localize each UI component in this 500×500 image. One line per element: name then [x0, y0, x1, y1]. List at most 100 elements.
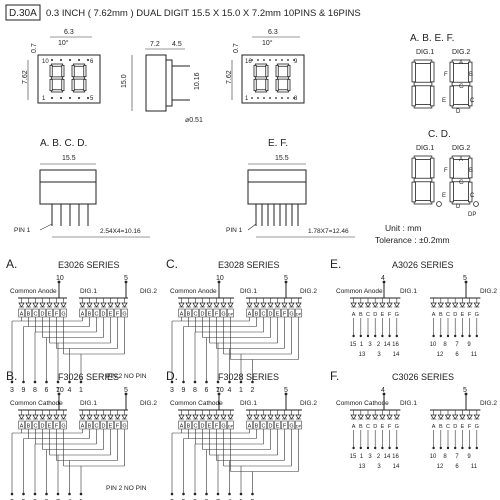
led-diode [100, 302, 107, 308]
pin-dot [287, 59, 289, 61]
circuit-letter: C. [166, 257, 178, 271]
dim-offset: 4.5 [172, 41, 182, 48]
pin-node [68, 492, 71, 496]
segment-label: G [395, 312, 399, 318]
pin-node [352, 334, 355, 338]
pin-node [352, 446, 355, 450]
circuit-letter: F. [330, 369, 339, 383]
common-pin: 5 [463, 275, 467, 282]
common-pin: 10 [216, 387, 224, 394]
led-diode [371, 302, 379, 308]
segment-label: B [359, 424, 363, 430]
pin-number: 7 [216, 387, 220, 394]
common-pin: 5 [284, 275, 288, 282]
dim-top-width: 6.3 [64, 29, 74, 36]
segment-label: F [215, 424, 219, 430]
segment [254, 63, 268, 67]
segment [468, 61, 473, 83]
led-diode [32, 414, 39, 420]
segment [430, 85, 435, 107]
pin-node [205, 380, 208, 384]
dim-width: 15.5 [275, 155, 289, 162]
pin-dot [257, 97, 259, 99]
pin-node [193, 492, 197, 496]
pin-node [464, 280, 468, 284]
led-diode [364, 414, 372, 420]
led-diode [379, 302, 386, 308]
segment-label: F [116, 424, 120, 430]
segment-label: G [221, 424, 225, 430]
led-diode [451, 414, 459, 420]
pin-node [381, 334, 384, 338]
segment-label: D [41, 312, 45, 318]
dim-gap: 0.7 [31, 43, 38, 53]
segment-label: C [366, 312, 370, 318]
segment [468, 85, 473, 107]
led-diode [227, 302, 234, 308]
led-diode [178, 302, 185, 308]
led-diode [379, 414, 386, 420]
pin-dot [269, 59, 271, 61]
led-diode [451, 302, 459, 308]
segment-label: B [255, 312, 259, 318]
common-label: Common Anode [10, 288, 57, 295]
pin-node [395, 446, 398, 450]
common-label: Common Cathode [170, 400, 223, 407]
segment-label: D [453, 424, 457, 430]
segment-label: G [395, 424, 399, 430]
pin-dot [263, 97, 265, 99]
seg-label-d: D [456, 204, 461, 210]
pin-node [170, 492, 174, 496]
common-pin: 4 [381, 275, 385, 282]
led-diode [295, 302, 302, 308]
segment [449, 61, 454, 83]
segment-label: A [248, 424, 252, 430]
segment-label: E [276, 424, 280, 430]
pin-node [468, 334, 471, 338]
pin-node [217, 280, 221, 284]
led-diode [466, 414, 473, 420]
pin-node [124, 280, 128, 284]
led-diode [473, 302, 481, 308]
dim-gap: 0.7 [233, 43, 240, 53]
led-diode [288, 414, 295, 420]
pin-number: 2 [377, 342, 381, 348]
pin-node [382, 280, 386, 284]
segment [72, 89, 86, 93]
segment-label: F [388, 312, 392, 318]
common-pin: 10 [216, 275, 224, 282]
segment [413, 200, 433, 205]
pin-node [359, 334, 362, 338]
dim-pin-length: 10.16 [194, 72, 201, 90]
segment [430, 157, 435, 179]
segment [413, 177, 433, 183]
segment-label: C [446, 424, 450, 430]
led-diode [178, 414, 185, 420]
segment-label: A [248, 312, 252, 318]
dig1-label: DIG.1 [400, 288, 417, 295]
pin-node [464, 392, 468, 396]
pin-node [446, 446, 450, 450]
segment [253, 64, 257, 78]
seg-label-g: G [459, 84, 464, 90]
dim-height: 7.62 [226, 70, 233, 84]
pin-node [395, 334, 398, 338]
segment-label: D [269, 312, 273, 318]
pin-number: 1 [360, 342, 364, 348]
segment-layout-cd: C. D. DIG.1 DIG.2 A B F G E C D DP [411, 129, 479, 218]
led-diode [444, 414, 452, 420]
pin-number: 14 [384, 454, 391, 460]
segment-label: E [461, 424, 465, 430]
pin-node [468, 446, 471, 450]
segment-label: G [122, 312, 126, 318]
pin-node [284, 280, 288, 284]
common-pin: 5 [463, 387, 467, 394]
circuit-letter: D. [166, 369, 178, 383]
dig1-label: DIG.1 [400, 400, 417, 407]
segment-label: E [381, 312, 385, 318]
pin-number: 6 [455, 464, 459, 470]
pin-node [284, 392, 288, 396]
pin-node [461, 446, 464, 450]
